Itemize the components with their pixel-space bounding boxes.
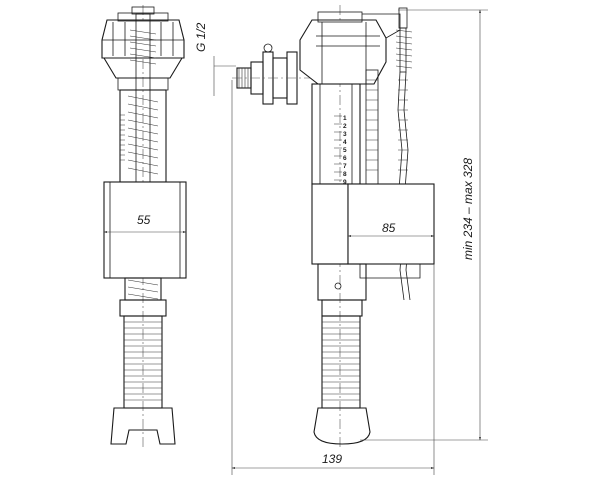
- side-lower-column: [317, 263, 367, 317]
- scale-mark-9: 9: [343, 179, 347, 186]
- side-view: 1 2 3 4 5 6 7 8 9 85: [232, 5, 435, 450]
- scale-mark-8: 8: [343, 171, 347, 178]
- thread-label: G 1/2: [194, 22, 208, 52]
- thread-dimension: G 1/2: [194, 22, 236, 96]
- side-hose: [313, 315, 371, 445]
- scale-mark-2: 2: [343, 123, 347, 130]
- side-float: 85: [311, 183, 435, 279]
- scale-mark-4: 4: [343, 139, 347, 146]
- height-range-label: min 234 – max 328: [461, 158, 475, 260]
- side-column: 1 2 3 4 5 6 7 8 9: [311, 69, 379, 186]
- width-front-label: 55: [137, 213, 151, 227]
- front-hose: [110, 315, 176, 445]
- front-spring: [119, 13, 167, 183]
- scale-mark-5: 5: [343, 147, 347, 154]
- height-dimension: min 234 – max 328: [360, 9, 488, 441]
- overall-depth-label: 139: [322, 452, 342, 466]
- level-scale: 1 2 3 4 5 6 7 8 9: [334, 115, 347, 186]
- front-view: 55: [101, 5, 187, 450]
- scale-mark-1: 1: [343, 115, 347, 122]
- scale-mark-3: 3: [343, 131, 347, 138]
- depth-dimension: 1 3 9: [231, 80, 435, 475]
- inlet-connector: [232, 43, 310, 105]
- scale-mark-6: 6: [343, 155, 347, 162]
- front-cap: [101, 6, 185, 91]
- front-float: 55: [103, 181, 187, 279]
- scale-mark-7: 7: [343, 163, 347, 170]
- valve-head: [299, 11, 401, 85]
- width-side-label: 85: [382, 221, 396, 235]
